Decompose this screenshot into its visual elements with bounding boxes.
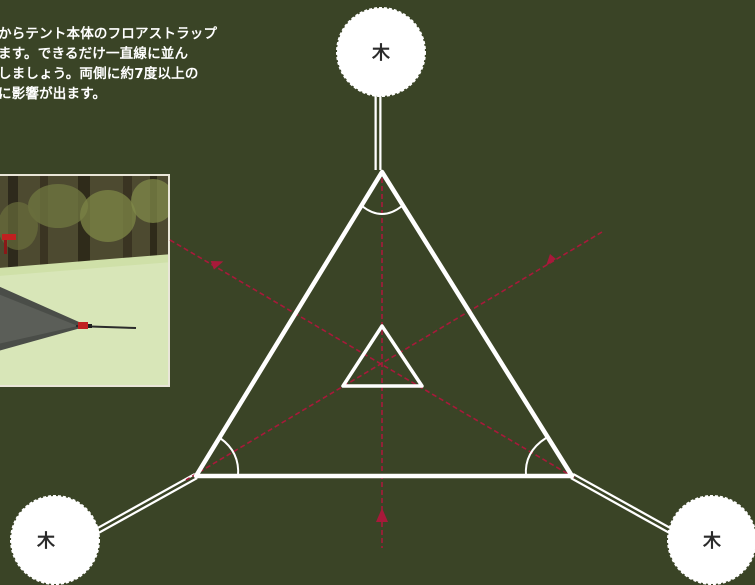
tree-right: 木 — [667, 495, 755, 585]
tree-label: 木 — [36, 530, 56, 552]
tent-photo-image — [0, 176, 168, 385]
tree-label: 木 — [371, 42, 391, 64]
arrow-upper-left-head — [210, 261, 224, 270]
angle-arc-top — [361, 205, 403, 215]
tree-circle-icon — [667, 495, 755, 585]
tree-left: 木 — [10, 495, 100, 585]
tree-circle-icon — [336, 7, 426, 97]
caption-text: からテント本体のフロアストラップ ます。できるだけ一直線に並ん しましょう。両側… — [0, 24, 298, 104]
arrow-down-head — [376, 508, 388, 522]
angle-arc-left — [219, 437, 240, 477]
caption-line: からテント本体のフロアストラップ — [0, 26, 218, 42]
tree-label: 木 — [702, 530, 722, 552]
tree-circle-icon — [10, 495, 100, 585]
right-diagonal-guide-line — [169, 239, 576, 479]
tent-outer-triangle — [193, 169, 575, 479]
guy-rope-left — [88, 472, 198, 539]
tent-photo — [0, 174, 170, 387]
tent-inner-triangle — [341, 324, 424, 388]
angle-arc-right — [524, 437, 547, 477]
tree-top: 木 — [336, 7, 426, 97]
dashed-guide-lines — [169, 170, 603, 548]
caption-line: に影響が出ます。 — [0, 86, 107, 102]
left-diagonal-guide-line — [185, 231, 603, 481]
caption-line: しましょう。両側に約7度以上の — [0, 66, 199, 82]
caption-line: ます。できるだけ一直線に並ん — [0, 46, 189, 62]
arrow-upper-right-head — [546, 254, 556, 266]
guy-rope-right — [570, 472, 680, 539]
